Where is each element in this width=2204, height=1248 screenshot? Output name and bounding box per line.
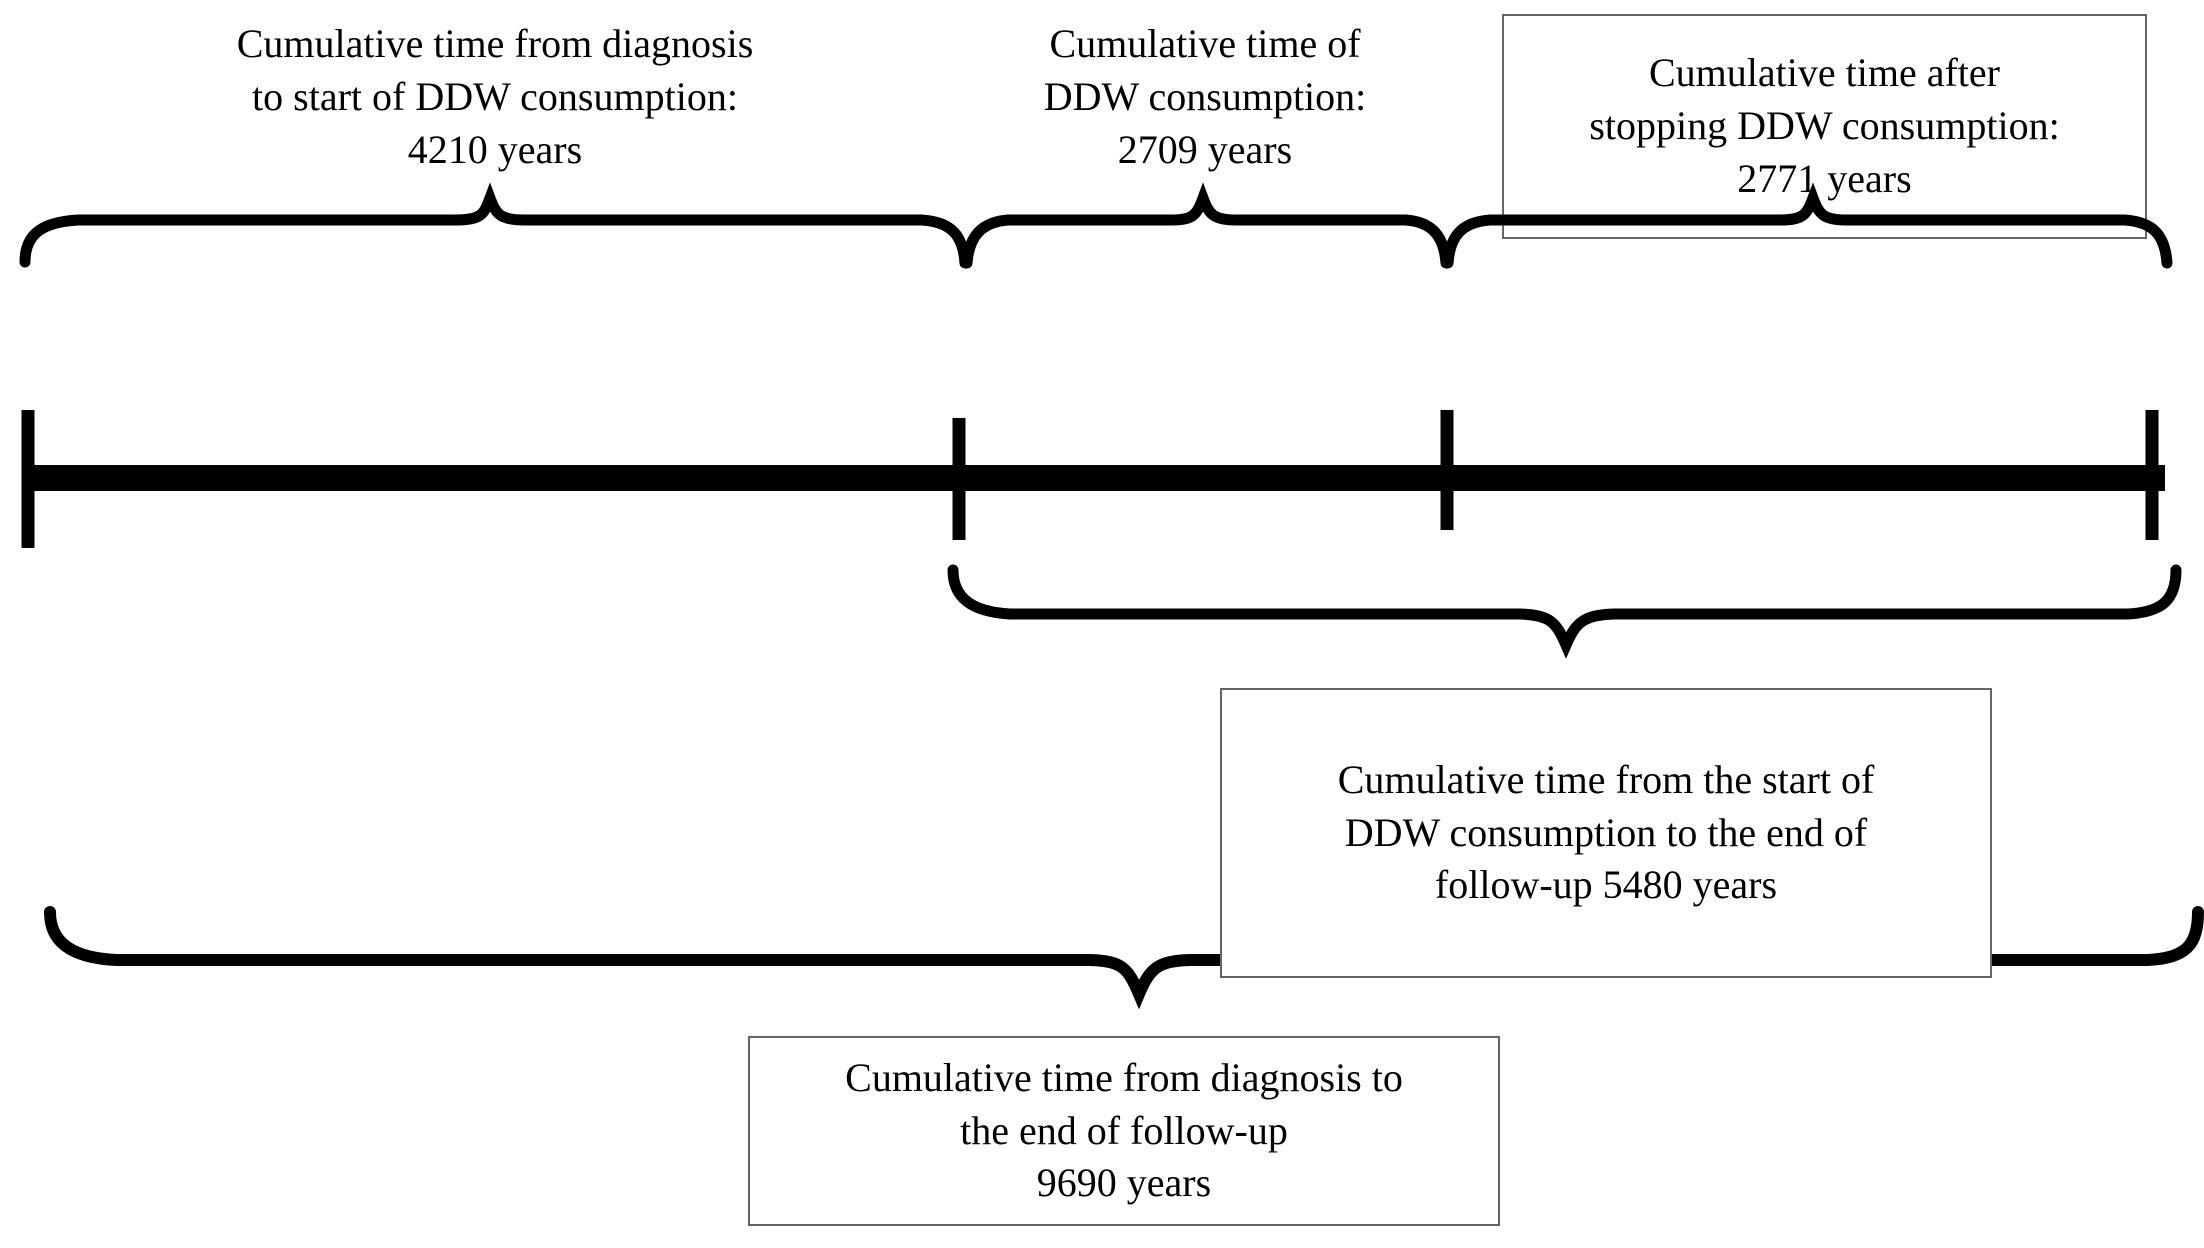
caption-start-to-followup-text: Cumulative time from the start of DDW co…	[1337, 756, 1875, 908]
caption-post-ddw-text: Cumulative time after stopping DDW consu…	[1589, 50, 2060, 201]
brace-start-to-followup	[947, 564, 2182, 659]
caption-diagnosis-to-followup-text: Cumulative time from diagnosis to the en…	[845, 1054, 1403, 1206]
caption-diagnosis-to-followup-box: Cumulative time from diagnosis to the en…	[748, 1036, 1500, 1226]
caption-post-ddw-box: Cumulative time after stopping DDW consu…	[1502, 14, 2147, 239]
caption-start-to-followup-box: Cumulative time from the start of DDW co…	[1220, 688, 1992, 978]
caption-during-ddw: Cumulative time of DDW consumption: 2709…	[1043, 21, 1367, 172]
brace-during-ddw	[961, 182, 1452, 269]
brace-pre-ddw	[19, 182, 971, 269]
caption-pre-ddw: Cumulative time from diagnosis to start …	[236, 21, 754, 172]
